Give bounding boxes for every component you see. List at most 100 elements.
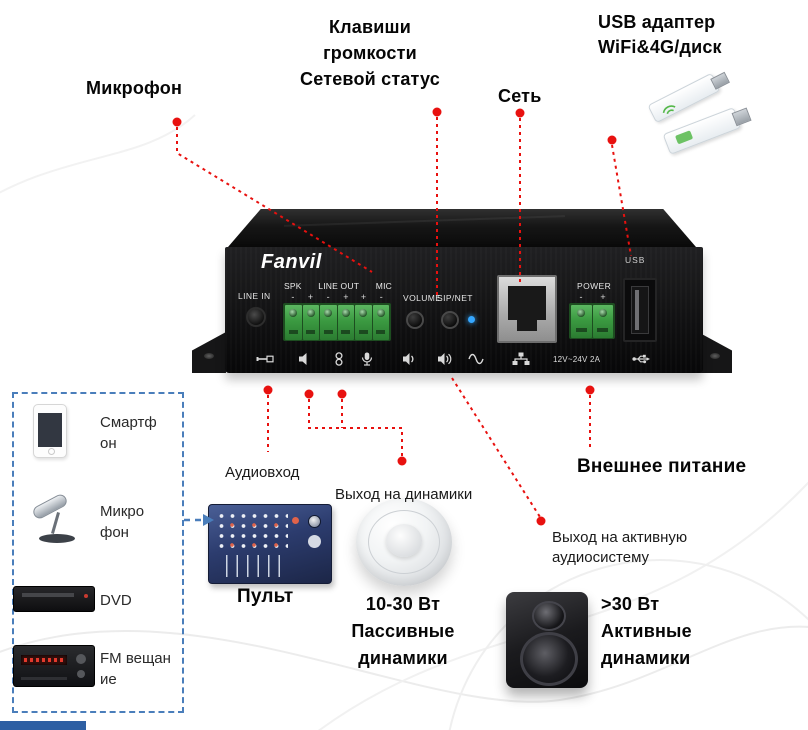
speaker-low-icon xyxy=(402,352,420,366)
polarity-mark: - xyxy=(326,292,330,302)
ethernet-port-slot xyxy=(508,286,546,331)
terminal-pin xyxy=(355,304,372,340)
polarity-mark: - xyxy=(291,292,295,302)
sip-net-label: SIP/NET xyxy=(437,293,473,303)
usb-icon xyxy=(632,352,650,366)
callout-line: Клавиши xyxy=(328,17,412,37)
callout-usb-adapter: USB адаптер WiFi&4G/диск xyxy=(598,10,722,60)
callout-line: громкости xyxy=(323,43,417,63)
device-mounting-ear-left xyxy=(192,332,226,373)
mic-icon xyxy=(358,352,376,366)
mixer-caption: Пульт xyxy=(237,586,294,607)
terminal-pin xyxy=(285,304,302,340)
callout-line: аудиосистему xyxy=(552,549,650,566)
mixer-master-knob xyxy=(308,515,321,528)
polarity-mark: + xyxy=(600,292,606,302)
4g-badge xyxy=(675,130,694,145)
callout-line: Выход на активную xyxy=(552,529,688,546)
ethernet-port xyxy=(497,275,557,343)
polarity-mark: - xyxy=(379,292,383,302)
terminal-pin xyxy=(571,304,592,338)
volume-button xyxy=(406,311,424,329)
usb-wifi-dongle-image xyxy=(647,72,721,124)
microphone-image xyxy=(24,492,88,546)
audio-sources-group-box xyxy=(12,392,184,713)
smartphone-image xyxy=(33,404,67,458)
callout-active-output: Выход на активную аудиосистему xyxy=(552,528,687,568)
spk-label: SPK xyxy=(284,281,302,291)
callout-volume-keys-network-status: Клавиши громкости Сетевой статус xyxy=(278,14,462,92)
power-terminal-block xyxy=(569,303,615,339)
caption-line: Пассивные xyxy=(351,621,455,641)
caption-line: динамики xyxy=(601,648,691,668)
callout-audio-input: Аудиовход xyxy=(225,464,300,481)
callout-microphone: Микрофон xyxy=(86,78,183,98)
fm-receiver-image xyxy=(13,645,95,687)
sip-net-button xyxy=(441,311,459,329)
terminal-pin xyxy=(372,304,389,340)
power-rating-label: 12V~24V 2A xyxy=(553,355,601,364)
wave-icon xyxy=(468,352,486,366)
power-label: POWER xyxy=(577,281,612,291)
callout-line: WiFi&4G/диск xyxy=(598,37,722,57)
audio-in-icon xyxy=(256,352,274,366)
source-label-dvd: DVD xyxy=(100,592,132,609)
line-out-label: LINE OUT xyxy=(318,281,360,291)
source-label-fm: FM вещание xyxy=(100,650,171,688)
lan-icon xyxy=(512,352,530,366)
mic-label: MIC xyxy=(375,281,392,291)
active-speaker-image xyxy=(506,592,588,688)
io-terminal-labels: SPK LINE OUT MIC xyxy=(284,281,392,291)
fm-vent xyxy=(21,677,67,680)
callout-network: Сеть xyxy=(498,86,542,106)
mixer-console-image xyxy=(208,504,332,584)
terminal-pin xyxy=(320,304,337,340)
source-label-microphone: Микрофон xyxy=(100,503,145,541)
caption-line: динамики xyxy=(358,648,448,668)
callout-speaker-output: Выход на динамики xyxy=(335,486,473,503)
passive-speakers-caption: 10-30 Вт Пассивные динамики xyxy=(333,591,473,672)
terminal-pin xyxy=(337,304,354,340)
source-label-smartphone: Смартфон xyxy=(100,414,157,452)
caption-line: Активные xyxy=(601,621,692,641)
caption-line: 10-30 Вт xyxy=(365,594,441,614)
callout-line: USB адаптер xyxy=(598,12,716,32)
io-polarity-marks: - + - + + - xyxy=(284,292,390,302)
polarity-mark: + xyxy=(307,292,314,302)
fm-display xyxy=(21,655,67,665)
callout-external-power: Внешнее питание xyxy=(577,456,747,477)
brand-logo: Fanvil xyxy=(261,251,322,273)
active-speakers-caption: >30 Вт Активные динамики xyxy=(601,591,692,672)
usb-port-label: USB xyxy=(625,255,646,265)
line-in-jack xyxy=(246,307,266,327)
ceiling-speaker-image xyxy=(356,498,452,586)
microphone-capsule xyxy=(31,492,69,521)
volume-label: VOLUME xyxy=(403,293,442,303)
dvd-player-image xyxy=(13,586,95,612)
line-in-label: LINE IN xyxy=(238,291,271,301)
speaker-icon xyxy=(298,352,316,366)
polarity-mark: + xyxy=(343,292,349,302)
footer-accent-bar xyxy=(0,721,86,730)
terminal-pin xyxy=(592,304,613,338)
speaker-lineout-mic-terminal-block xyxy=(283,303,391,341)
terminal-pin xyxy=(302,304,319,340)
mixer-knobs-red xyxy=(221,515,289,551)
device-top-face xyxy=(228,209,696,247)
mixer-faders xyxy=(217,555,289,577)
callout-line: Сетевой статус xyxy=(300,69,440,89)
spk-terminal-icon xyxy=(330,352,348,366)
polarity-mark: + xyxy=(360,292,367,302)
power-polarity-marks: - + xyxy=(570,292,614,302)
usb-4g-dongle-image xyxy=(662,107,742,155)
wifi-arcs-icon xyxy=(662,105,676,115)
caption-line: >30 Вт xyxy=(601,594,660,614)
polarity-mark: - xyxy=(579,292,583,302)
microphone-stand xyxy=(51,512,60,534)
status-led xyxy=(468,316,475,323)
speaker-high-icon xyxy=(437,352,455,366)
device-mounting-ear-right xyxy=(698,332,732,373)
fm-knobs xyxy=(76,654,86,664)
mixer-power-button xyxy=(292,517,299,524)
